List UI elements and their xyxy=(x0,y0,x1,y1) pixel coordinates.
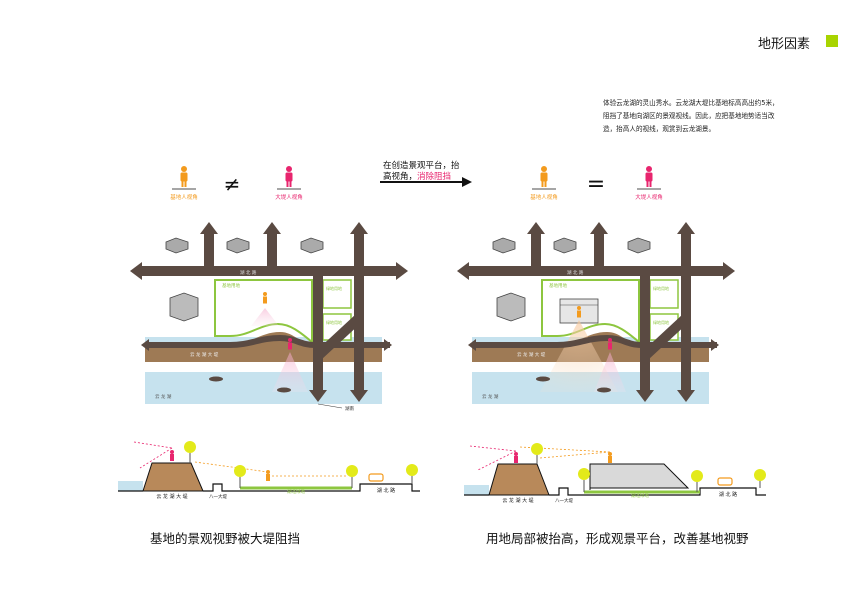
section-ground xyxy=(118,483,420,492)
road-network xyxy=(467,232,725,392)
right-caption: 用地局部被抬高，形成观景平台，改善基地视野 xyxy=(486,531,749,546)
building-icon xyxy=(165,237,324,322)
lake-road-label: 湖南 xyxy=(345,405,354,412)
road-label: 湖 北 路 xyxy=(567,269,584,276)
description-line: 体验云龙湖的灵山秀水。云龙湖大堤比基地标高高出约5米， xyxy=(603,99,779,107)
view-cone xyxy=(594,352,626,392)
parcel-label: 绿地用地 xyxy=(326,285,342,291)
relation-symbol: ≠ xyxy=(224,172,241,196)
building-icon xyxy=(492,237,651,322)
description-line: 造，抬高人的视线，观赏到云龙湖景。 xyxy=(603,125,716,133)
sightline xyxy=(469,445,517,452)
lake-label: 云 龙 湖 xyxy=(155,393,172,400)
person-pink-icon xyxy=(645,166,653,187)
section-ground xyxy=(464,487,766,496)
road-arrow-heads xyxy=(457,222,735,402)
boat-icon xyxy=(536,376,550,382)
section-water xyxy=(118,481,143,491)
left-caption: 基地的景观视野被大堤阻挡 xyxy=(150,531,301,546)
person-pink-icon xyxy=(608,338,612,350)
section-park-label: 湖北绿地 xyxy=(287,488,305,495)
person-pink-icon xyxy=(514,452,518,463)
section-road-label: 湖 北 路 xyxy=(719,491,737,498)
road-arrow-heads xyxy=(130,222,408,402)
parcel-label: 绿地用地 xyxy=(653,319,669,325)
site-view-label: 基地人视角 xyxy=(530,193,558,201)
section-dike-label: 云 龙 湖 大 堤 xyxy=(156,493,187,500)
lake-area xyxy=(145,372,382,404)
description-line: 阻挡了基地向湖区的景观视线。因此，应把基地地势适当改 xyxy=(603,112,775,120)
transition-label-highlight: 消除阻挡 xyxy=(417,172,452,182)
view-cone xyxy=(540,320,618,392)
left-panel: ≠ 基地人视角 大堤人视角 xyxy=(118,166,420,500)
dike-label: 云 龙 湖 大 堤 xyxy=(190,351,219,358)
person-orange-icon xyxy=(180,166,188,187)
section-water xyxy=(464,485,489,495)
section-road-label: 八一大堤 xyxy=(555,497,573,504)
boat-icon xyxy=(277,387,291,393)
section-dike-label: 云 龙 湖 大 堤 xyxy=(502,497,533,504)
section-park-label: 湖北绿地 xyxy=(631,492,649,499)
right-section: 云 龙 湖 大 堤 八一大堤 湖北绿地 湖 北 路 xyxy=(464,443,766,504)
road-label: 湖 北 路 xyxy=(240,269,257,276)
person-orange-icon xyxy=(266,470,270,481)
dike-view-label: 大堤人视角 xyxy=(275,193,303,201)
green-parcel xyxy=(649,279,679,309)
site-view-label: 基地人视角 xyxy=(170,193,198,201)
sightline xyxy=(519,446,611,453)
dike-label: 云 龙 湖 大 堤 xyxy=(517,351,546,358)
section-dike xyxy=(488,463,550,496)
transition-label-prefix: 高视角， xyxy=(383,172,418,182)
person-orange-icon xyxy=(577,306,581,318)
person-pink-icon xyxy=(170,450,174,461)
person-orange-icon xyxy=(263,292,267,304)
person-pink-icon xyxy=(285,166,293,187)
person-pink-icon xyxy=(288,338,292,350)
sightline xyxy=(539,451,611,459)
sightline xyxy=(133,441,173,449)
road-network xyxy=(140,232,398,392)
car-icon xyxy=(717,477,733,486)
sightline xyxy=(477,450,517,471)
boat-icon xyxy=(597,387,611,393)
description-text: 体验云龙湖的灵山秀水。云龙湖大堤比基地标高高出约5米， 阻挡了基地向湖区的景观视… xyxy=(603,97,831,136)
transition-label-line1: 在创造景观平台，抬 xyxy=(383,161,460,171)
person-orange-icon xyxy=(540,166,548,187)
transition-label: 在创造景观平台，抬 高视角，消除阻挡 xyxy=(383,161,460,183)
transition-arrow-icon xyxy=(380,177,472,187)
sightline xyxy=(194,461,269,473)
right-panel: = 基地人视角 大堤人视角 xyxy=(457,166,766,504)
tree-icon xyxy=(184,441,418,488)
site-label: 基地用地 xyxy=(549,282,567,289)
section-dike xyxy=(142,462,204,492)
title-accent-square xyxy=(826,35,838,47)
page-title: 地形因素 xyxy=(758,37,811,52)
green-parcel xyxy=(322,279,352,309)
boat-icon xyxy=(209,376,223,382)
tree-icon xyxy=(531,443,766,492)
car-icon xyxy=(368,473,384,482)
site-label: 基地用地 xyxy=(222,282,240,289)
parcel-label: 绿地用地 xyxy=(326,319,342,325)
section-platform xyxy=(589,463,690,490)
section-road-label: 湖 北 路 xyxy=(377,487,395,494)
view-cone xyxy=(251,308,279,326)
relation-symbol: = xyxy=(587,172,605,197)
dike-view-label: 大堤人视角 xyxy=(635,193,663,201)
view-cone xyxy=(272,352,308,392)
leader-line xyxy=(317,403,343,409)
left-section: 云 龙 湖 大 堤 八一大堤 湖北绿地 湖 北 路 xyxy=(118,441,420,500)
person-orange-icon xyxy=(608,452,612,463)
parcel-label: 绿地用地 xyxy=(653,285,669,291)
section-road-label: 八一大堤 xyxy=(209,493,227,500)
lake-label: 云 龙 湖 xyxy=(482,393,499,400)
